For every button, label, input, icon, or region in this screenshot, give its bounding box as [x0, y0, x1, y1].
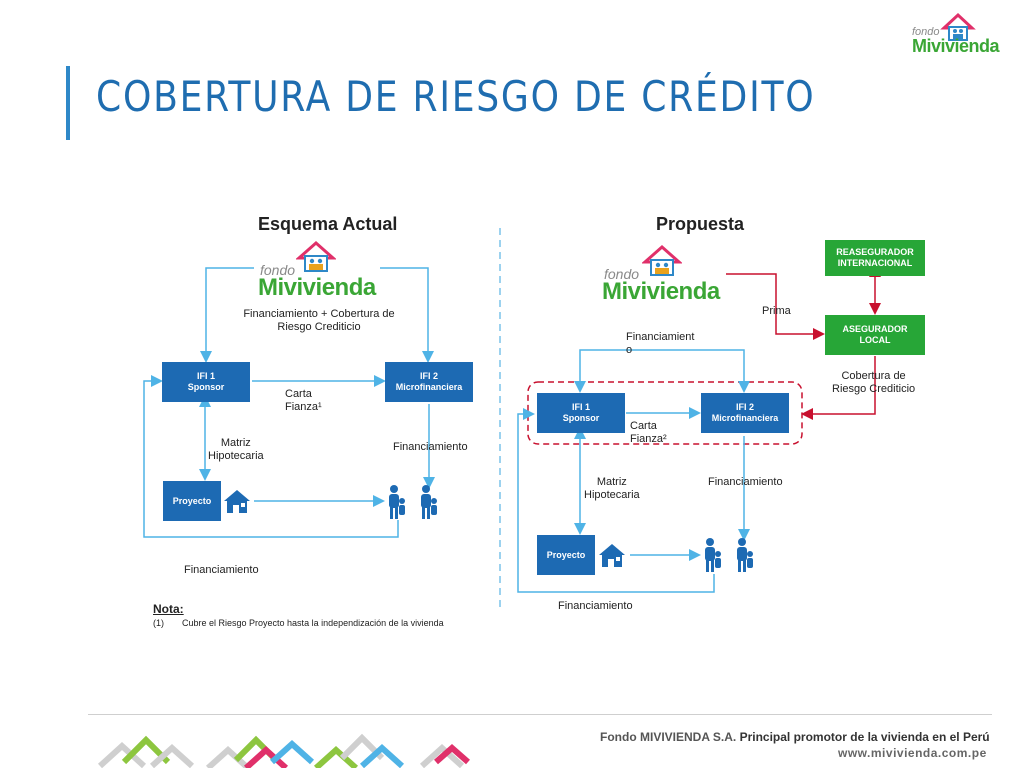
right-label-prima: Prima [762, 305, 791, 317]
header-logo-fondo: fondo [912, 26, 940, 38]
page-title: COBERTURA DE RIESGO DE CRÉDITO [96, 72, 816, 121]
right-arrow-family-ifi1 [517, 408, 715, 593]
house-icon [599, 544, 625, 567]
footer-divider [88, 714, 992, 715]
left-label-financiamiento-right: Financiamiento [393, 441, 468, 453]
house-icon [224, 490, 250, 513]
right-label-cobertura: Cobertura de Riesgo Crediticio [832, 370, 916, 395]
footer-company-name: Fondo MIVIVIENDA S.A. [600, 730, 737, 744]
right-heading: Propuesta [656, 214, 745, 234]
left-label-carta-fianza: Carta Fianza¹ [285, 388, 322, 413]
right-label-financiamiento-top: Financiamient o [626, 331, 695, 356]
left-label-financiamiento-bottom: Financiamiento [184, 564, 259, 576]
right-arrow-logo-ifi2 [670, 349, 750, 393]
footer-tagline: Principal promotor de la vivienda en el … [739, 730, 990, 744]
reasegurador-box: REASEGURADOR INTERNACIONAL [825, 240, 925, 276]
header-logo-main: Mivivienda [912, 36, 1000, 56]
right-logo-main: Mivivienda [602, 278, 720, 305]
right-arrow-logo-ifi1 [574, 349, 670, 393]
asegurador-box: ASEGURADOR LOCAL [825, 315, 925, 355]
left-arrow-family-ifi1 [143, 375, 399, 538]
right-label-financiamiento-right: Financiamiento [708, 476, 783, 488]
nota-number: (1) [153, 618, 164, 628]
right-label-financiamiento-bottom: Financiamiento [558, 600, 633, 612]
footer-houses-decoration-icon [97, 733, 470, 768]
right-proyecto-box: Proyecto [537, 535, 595, 575]
right-dashed-group [527, 381, 803, 445]
right-label-matriz: Matriz Hipotecaria [584, 476, 640, 501]
right-ifi1-box: IFI 1 Sponsor [537, 393, 625, 433]
left-ifi2-box: IFI 2 Microfinanciera [385, 362, 473, 402]
left-arrow-logo-ifi2 [380, 267, 434, 363]
house-logo-icon [642, 244, 682, 276]
left-label-matriz: Matriz Hipotecaria [208, 437, 264, 462]
family-icon [705, 538, 753, 572]
left-proyecto-box: Proyecto [163, 481, 221, 521]
footer-company: Fondo MIVIVIENDA S.A. Principal promotor… [600, 730, 990, 744]
title-accent-bar [66, 66, 70, 140]
house-logo-icon [940, 12, 976, 41]
left-label-financiamiento-cobertura: Financiamiento + Cobertura de Riesgo Cre… [243, 308, 395, 333]
left-arrow-logo-ifi1 [200, 267, 254, 363]
right-arrow-prima [726, 273, 825, 340]
family-icon [389, 485, 437, 519]
house-logo-icon [296, 240, 336, 272]
right-logo-fondo: fondo [604, 266, 640, 282]
left-logo-main: Mivivienda [258, 274, 376, 301]
left-logo-fondo: fondo [260, 262, 296, 278]
nota-heading: Nota: [153, 602, 184, 616]
nota-text: Cubre el Riesgo Proyecto hasta la indepe… [182, 618, 444, 628]
left-heading: Esquema Actual [258, 214, 398, 234]
right-arrow-cobertura [801, 356, 876, 420]
right-label-carta-fianza: Carta Fianza² [630, 420, 667, 445]
left-ifi1-box: IFI 1 Sponsor [162, 362, 250, 402]
right-ifi2-box: IFI 2 Microfinanciera [701, 393, 789, 433]
footer-url[interactable]: www.mivivienda.com.pe [838, 746, 987, 760]
